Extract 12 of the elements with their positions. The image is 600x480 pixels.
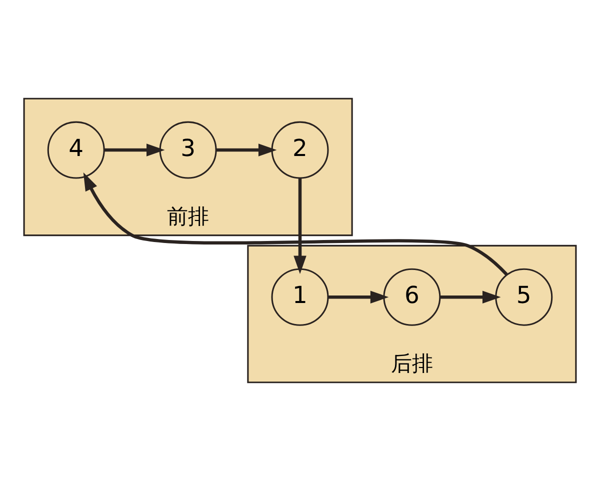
arrow xyxy=(83,172,508,275)
node-circle: 6 xyxy=(383,268,441,326)
node-circle: 4 xyxy=(47,120,105,178)
node-circle: 1 xyxy=(271,268,329,326)
node-circle: 5 xyxy=(495,268,553,326)
arrow xyxy=(294,178,306,274)
arrow xyxy=(104,143,165,156)
arrow xyxy=(440,290,501,304)
arrow xyxy=(328,290,389,304)
node-circle: 2 xyxy=(271,120,329,178)
arrow xyxy=(216,143,277,156)
node-circle: 3 xyxy=(159,120,217,178)
